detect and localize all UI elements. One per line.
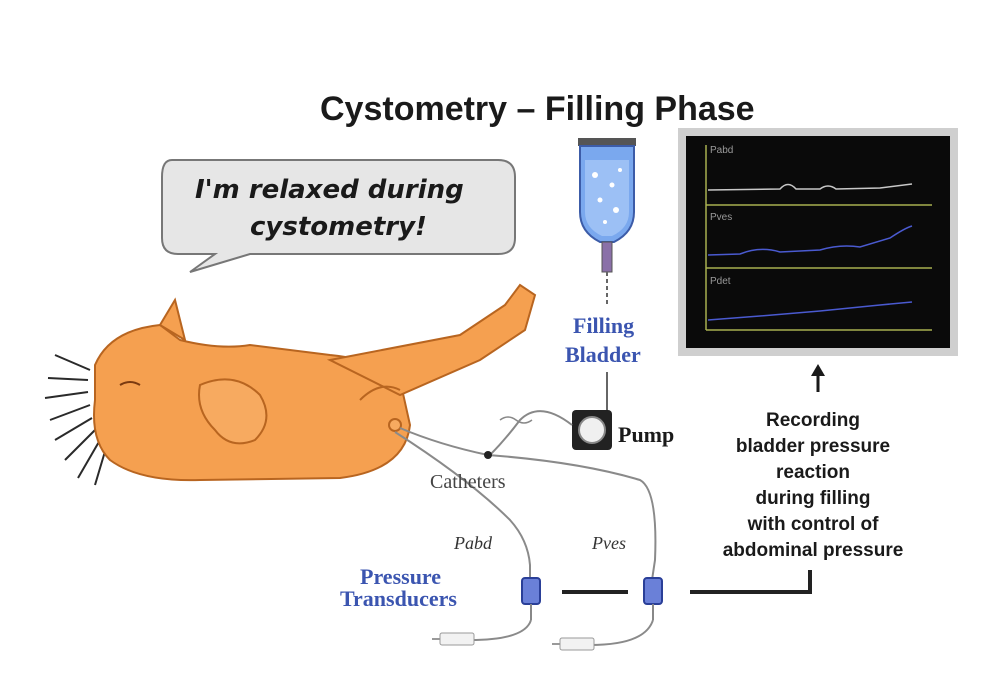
bag-bubbles bbox=[592, 168, 622, 224]
transducers-label-line1: Pressure bbox=[360, 564, 441, 589]
pves-label: Pves bbox=[591, 533, 626, 553]
recording-line: bladder pressure bbox=[736, 436, 890, 457]
pressure-transducers bbox=[432, 577, 663, 651]
filling-bag bbox=[578, 138, 636, 305]
pabd-label: Pabd bbox=[453, 533, 493, 553]
pump-label: Pump bbox=[618, 422, 674, 447]
trace-label-pves: Pves bbox=[710, 212, 732, 223]
catheter-pves bbox=[487, 454, 657, 581]
patient-eye bbox=[119, 381, 141, 386]
trace-pdet bbox=[707, 301, 913, 321]
pump-dial-icon bbox=[578, 416, 606, 444]
arrow-up-icon bbox=[811, 364, 825, 392]
syringe-icon bbox=[552, 637, 595, 651]
syringe-line-pves bbox=[589, 619, 654, 646]
pump-tube-coil bbox=[499, 416, 533, 424]
patient-legs bbox=[326, 283, 537, 397]
filling-label-line2: Bladder bbox=[565, 342, 641, 367]
recording-line: reaction bbox=[776, 462, 850, 483]
pump-tube bbox=[489, 410, 573, 456]
patient-knee bbox=[359, 385, 401, 401]
transducer-pves bbox=[643, 577, 663, 605]
recording-line: abdominal pressure bbox=[723, 540, 904, 561]
recording-line: during filling bbox=[755, 488, 870, 509]
catheters-label: Catheters bbox=[430, 471, 506, 493]
speech-bubble-shape bbox=[161, 159, 516, 273]
monitor-gridlines bbox=[705, 145, 932, 331]
catheter-main bbox=[399, 427, 489, 456]
speech-bubble: I'm relaxed during cystometry! bbox=[161, 159, 516, 273]
speech-bubble-line2: cystometry! bbox=[250, 212, 427, 242]
pressure-monitor: Pabd Pves Pdet bbox=[678, 128, 958, 356]
syringe-icon bbox=[432, 632, 475, 646]
patient-figure bbox=[44, 283, 537, 486]
monitor-screen bbox=[686, 136, 950, 348]
catheter-pabd bbox=[394, 431, 531, 580]
recording-line: Recording bbox=[766, 410, 860, 431]
bag-hanger bbox=[578, 138, 636, 146]
syringe-line-pabd bbox=[469, 619, 532, 641]
drip-chamber bbox=[601, 241, 613, 273]
catheter-junction bbox=[484, 451, 492, 459]
pump: Pump bbox=[572, 410, 674, 450]
filling-label-line1: Filling bbox=[573, 313, 634, 338]
signal-connector bbox=[690, 570, 812, 594]
trace-label-pdet: Pdet bbox=[710, 276, 731, 287]
speech-bubble-line1: I'm relaxed during bbox=[195, 175, 464, 205]
recording-line: with control of bbox=[747, 514, 880, 535]
patient-arm bbox=[198, 378, 268, 445]
patient-ear bbox=[158, 297, 187, 343]
recording-description: Recording bladder pressure reaction duri… bbox=[723, 410, 904, 561]
transducers-label-line2: Transducers bbox=[340, 586, 457, 611]
catheter-entry bbox=[388, 418, 402, 432]
diagram-title: Cystometry – Filling Phase bbox=[320, 90, 755, 128]
trace-pabd bbox=[707, 183, 913, 191]
bag-fluid bbox=[585, 160, 629, 236]
catheter-lines bbox=[394, 427, 657, 581]
transducer-pabd bbox=[521, 577, 541, 605]
trace-label-pabd: Pabd bbox=[710, 145, 733, 156]
trace-pves bbox=[707, 225, 913, 256]
